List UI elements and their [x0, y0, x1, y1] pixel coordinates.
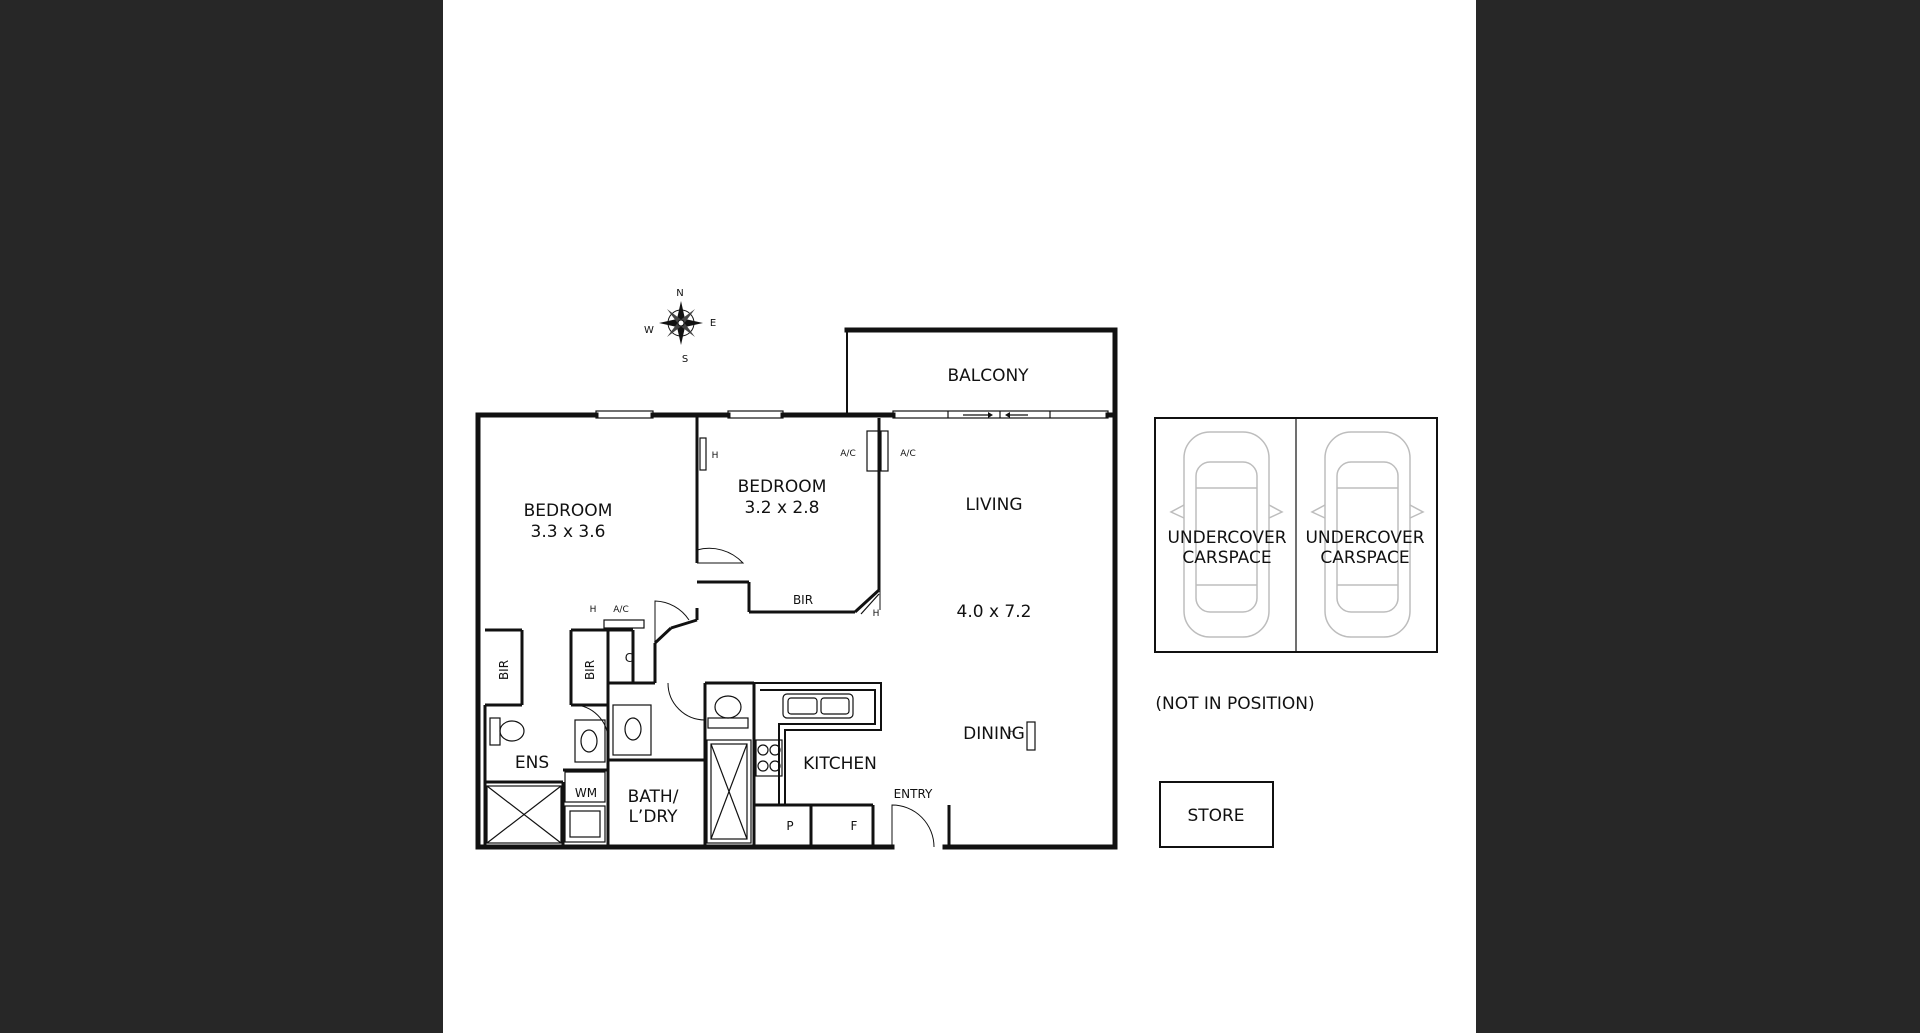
fixture-units: [603, 430, 1036, 751]
room-label-bedroom-1: BEDROOM: [524, 501, 613, 521]
slide-arrow-icon: [1005, 412, 1010, 418]
floor-plan: N S E W: [475, 288, 1438, 850]
label-bir-hall: BIR: [583, 660, 597, 680]
kitchen-sink-icon: [782, 693, 854, 719]
compass-rose-icon: [659, 301, 703, 345]
label-heater: H: [590, 605, 597, 615]
label-wm: WM: [575, 786, 597, 800]
interior-walls: [483, 415, 951, 845]
carspace-2-line1: UNDERCOVER: [1305, 528, 1424, 548]
room-label-bath: BATH/: [628, 787, 679, 807]
windows: [595, 410, 1109, 419]
label-heater: H: [712, 451, 719, 461]
store-label: STORE: [1187, 806, 1244, 826]
room-label-ens: ENS: [515, 753, 549, 773]
room-label-laundry: L’DRY: [628, 807, 678, 827]
compass-north: N: [676, 288, 683, 299]
room-size-bedroom-2: 3.2 x 2.8: [745, 498, 820, 518]
room-label-living: LIVING: [965, 495, 1022, 515]
slide-arrow-icon: [988, 412, 993, 418]
car-icon: [1169, 431, 1284, 638]
carspace-note: (NOT IN POSITION): [1155, 694, 1314, 714]
room-size-living: 4.0 x 7.2: [957, 602, 1032, 622]
label-ac: A/C: [613, 605, 628, 615]
room-size-bedroom-1: 3.3 x 3.6: [531, 522, 606, 542]
exterior-walls: [475, 327, 1118, 850]
carspace-1-line1: UNDERCOVER: [1167, 528, 1286, 548]
label-heater: H: [873, 609, 880, 619]
room-label-kitchen: KITCHEN: [803, 754, 877, 774]
compass-west: W: [644, 325, 654, 336]
cooktop-icon: [755, 739, 783, 777]
room-label-balcony: BALCONY: [947, 366, 1029, 386]
kitchen-bench: [754, 682, 882, 805]
label-bir-bedroom-2: BIR: [793, 593, 813, 607]
bath-basin-icon: [612, 704, 652, 756]
carspace-1-line2: CARSPACE: [1182, 548, 1271, 568]
label-fridge: F: [851, 819, 858, 833]
label-pantry: P: [786, 819, 793, 833]
bath-shower-icon: [706, 739, 752, 844]
bath-toilet-icon: [707, 695, 749, 729]
compass-south: S: [682, 354, 688, 365]
label-ac: A/C: [840, 449, 855, 459]
floor-plan-sheet: N S E W: [443, 0, 1476, 1033]
label-cupboard: C: [625, 651, 633, 665]
label-bir-bedroom-1: BIR: [497, 660, 511, 680]
label-heater: H: [1009, 728, 1016, 738]
carspace-2-line2: CARSPACE: [1320, 548, 1409, 568]
label-ac: A/C: [900, 449, 915, 459]
room-label-bedroom-2: BEDROOM: [738, 477, 827, 497]
ensuite-shower-icon: [486, 785, 562, 844]
compass-east: E: [710, 318, 716, 329]
doors: [572, 547, 935, 848]
room-label-dining: DINING: [963, 724, 1025, 744]
ensuite-toilet-icon: [489, 717, 525, 746]
car-icon: [1310, 431, 1425, 638]
washing-machine-icon: [564, 771, 606, 843]
room-label-entry: ENTRY: [894, 787, 933, 801]
ensuite-basin-icon: [574, 719, 606, 763]
store-box: [1159, 781, 1274, 848]
